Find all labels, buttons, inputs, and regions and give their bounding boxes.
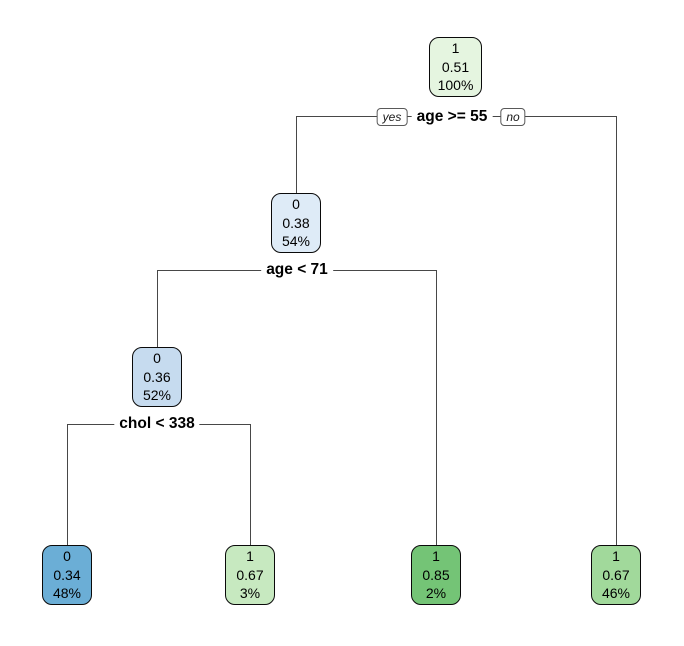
node-class-label: 1 — [246, 548, 254, 565]
tree-node-age55-yes: 0 0.38 54% — [271, 193, 321, 253]
split-label-chol338: chol < 338 — [114, 415, 200, 433]
branch-age71-yes-vertical — [157, 270, 158, 347]
node-class-label: 0 — [292, 196, 300, 213]
node-probability: 0.38 — [282, 214, 310, 231]
node-class-label: 1 — [451, 40, 460, 57]
tree-leaf-age71-no: 1 0.85 2% — [411, 545, 461, 605]
node-class-label: 1 — [612, 548, 620, 565]
node-percent: 48% — [52, 585, 82, 602]
tree-node-root: 1 0.51 100% — [429, 37, 482, 97]
yes-branch-chip: yes — [376, 108, 408, 126]
branch-age55-yes-vertical — [296, 116, 297, 193]
node-percent: 3% — [239, 585, 261, 602]
node-probability: 0.67 — [602, 566, 630, 583]
split-label-age55: age >= 55 — [411, 108, 493, 126]
branch-age71-no-vertical — [436, 270, 437, 545]
branch-chol-no-vertical — [250, 424, 251, 545]
tree-leaf-chol-yes: 0 0.34 48% — [42, 545, 92, 605]
node-probability: 0.85 — [422, 566, 450, 583]
node-class-label: 0 — [63, 548, 71, 565]
node-probability: 0.51 — [441, 58, 470, 75]
no-branch-chip: no — [500, 108, 526, 126]
node-percent: 2% — [425, 585, 447, 602]
node-percent: 46% — [601, 585, 631, 602]
tree-leaf-age55-no: 1 0.67 46% — [591, 545, 641, 605]
node-percent: 100% — [437, 77, 474, 94]
tree-node-age71-yes: 0 0.36 52% — [132, 347, 182, 407]
node-class-label: 0 — [153, 350, 161, 367]
node-probability: 0.34 — [53, 566, 81, 583]
node-class-label: 1 — [432, 548, 440, 565]
branch-chol-yes-vertical — [67, 424, 68, 545]
split-label-age71: age < 71 — [261, 261, 333, 279]
tree-leaf-chol-no: 1 0.67 3% — [225, 545, 275, 605]
node-percent: 54% — [281, 233, 311, 250]
branch-age55-no-vertical — [616, 116, 617, 545]
node-probability: 0.36 — [143, 368, 171, 385]
node-percent: 52% — [142, 387, 172, 404]
node-probability: 0.67 — [236, 566, 264, 583]
